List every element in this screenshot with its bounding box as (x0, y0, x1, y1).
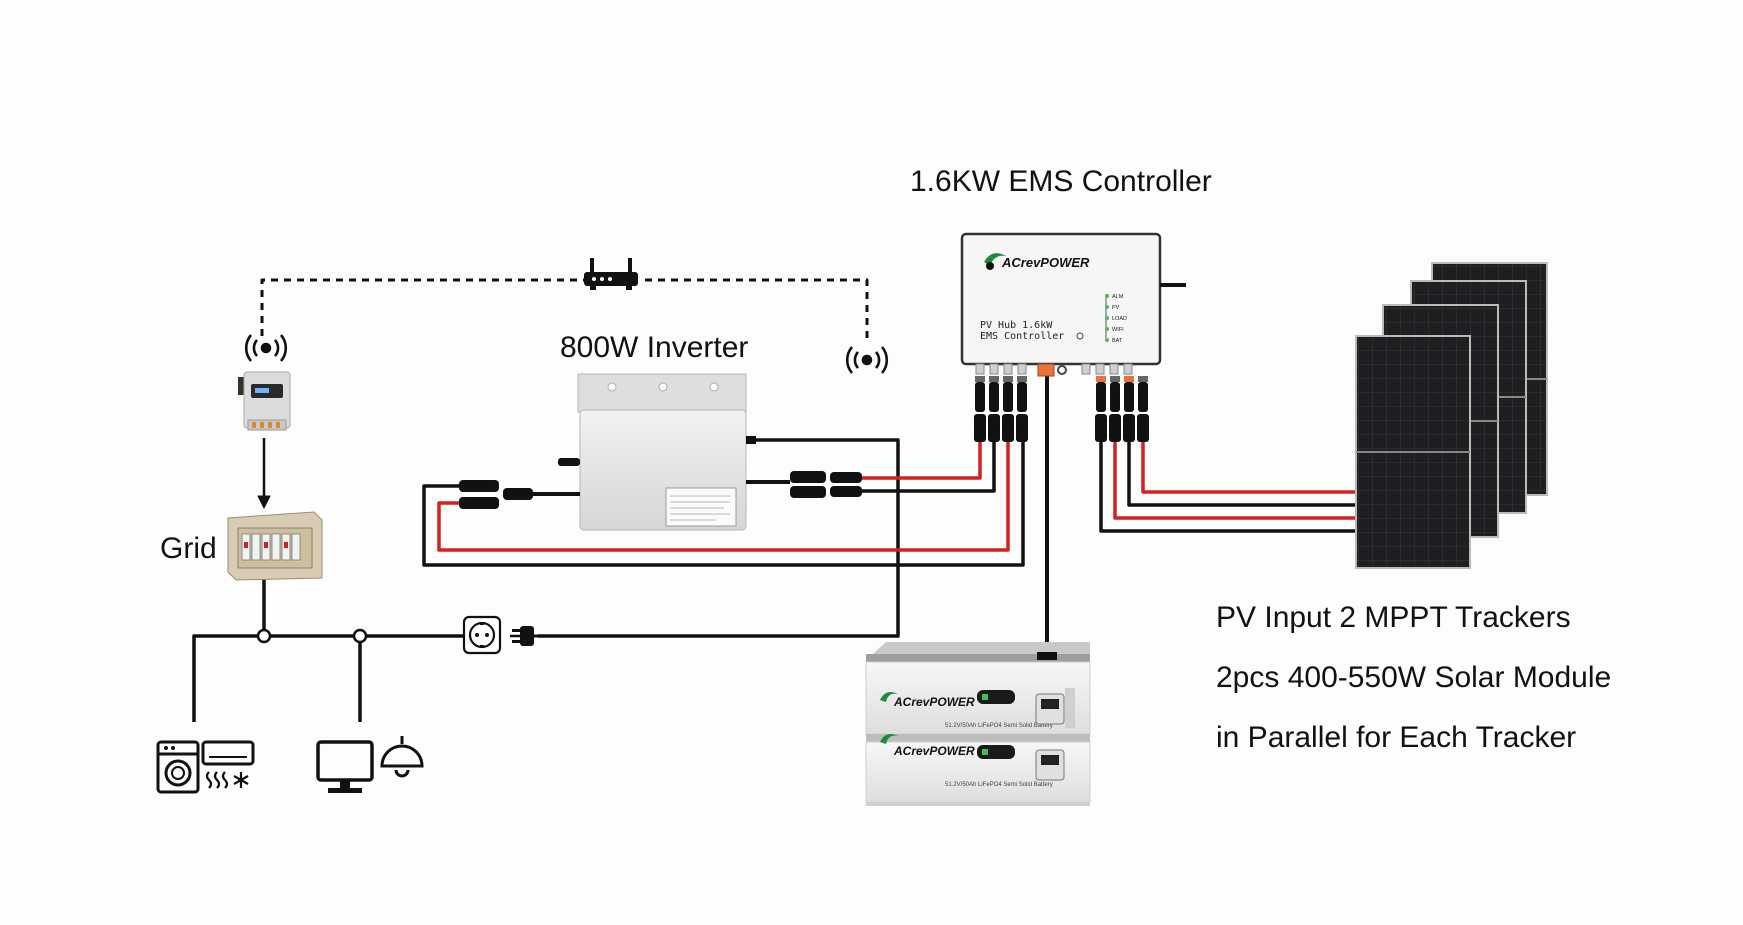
wifi-signal-icon (244, 334, 288, 362)
branch-washer (192, 634, 264, 722)
mc4-connector (1137, 376, 1149, 442)
junction-node (256, 628, 272, 644)
ac-bus-right (538, 438, 900, 638)
wifi-signal-icon (845, 346, 889, 374)
mc4-connector (1016, 376, 1028, 442)
inverter-right-connectors (746, 436, 862, 498)
acrev-logo (984, 253, 1006, 270)
router-icon (584, 258, 638, 290)
battery-module-top: ACrevPOWER 51.2V/50Ah LiFePO4 Semi Solid… (865, 642, 1091, 735)
battery-spec: 51.2V/50Ah LiFePO4 Semi Solid Battery (945, 723, 1053, 729)
ac-bus (262, 575, 470, 638)
status-led (1105, 316, 1109, 320)
ems-controller-label: 1.6KW EMS Controller (910, 165, 1212, 198)
junction-node (352, 628, 368, 644)
mc4-connector (1109, 376, 1121, 442)
pv-string-positive-2 (1113, 440, 1356, 520)
status-led (1105, 305, 1109, 309)
status-led-label: WIFI (1112, 327, 1124, 333)
pv-caption-line2: 2pcs 400-550W Solar Module (1216, 661, 1611, 694)
status-led-label: PV (1112, 305, 1120, 311)
status-led-label: ALM (1112, 294, 1124, 300)
battery-spec: 51.2V/50Ah LiFePO4 Semi Solid Battery (945, 782, 1053, 788)
pv-string-positive-1 (1141, 440, 1356, 494)
grid-label: Grid (160, 532, 217, 565)
network-link-right (645, 278, 869, 338)
ems-bottom-ports (975, 363, 1133, 375)
mc4-connector (1095, 376, 1107, 442)
inverter-label: 800W Inverter (560, 331, 748, 364)
ems-model-line2: EMS Controller (980, 331, 1064, 342)
ems-model-line1: PV Hub 1.6kW (980, 320, 1053, 331)
air-conditioner-icon (201, 740, 255, 789)
inverter-dc-positive-right (860, 440, 982, 480)
pv-caption-line3: in Parallel for Each Tracker (1216, 721, 1576, 754)
pv-caption-line1: PV Input 2 MPPT Trackers (1216, 601, 1571, 634)
pv-string-negative-2 (1099, 440, 1356, 533)
battery-stack: ACrevPOWER 51.2V/50Ah LiFePO4 Semi Solid… (865, 642, 1091, 806)
battery-brand: ACrevPOWER (893, 744, 975, 758)
solar-array (1355, 262, 1548, 569)
solar-panel (1355, 335, 1471, 569)
wiring (192, 278, 1356, 722)
mc4-connector (974, 376, 986, 442)
meter-to-grid-arrowhead (257, 495, 271, 509)
status-led-label: BAT (1112, 338, 1123, 344)
inverter-dc-negative-right (860, 440, 996, 493)
status-led (1105, 338, 1109, 342)
distribution-box-icon (227, 511, 323, 581)
microinverter (459, 373, 862, 531)
network-link-left (260, 278, 585, 336)
battery-module-bottom: ACrevPOWER 51.2V/50Ah LiFePO4 Semi Solid… (865, 734, 1091, 806)
smart-meter-icon (238, 371, 291, 431)
ceiling-lamp-icon (380, 736, 424, 778)
mc4-connector (1123, 376, 1135, 442)
plug-icon (510, 626, 540, 646)
mc4-connector (988, 376, 1000, 442)
ems-dc-connectors (974, 376, 1149, 442)
status-led (1105, 294, 1109, 298)
mc4-connector (1002, 376, 1014, 442)
ems-battery-port (1037, 363, 1055, 377)
status-led-label: LOAD (1112, 316, 1127, 322)
socket-icon (462, 615, 502, 655)
battery-brand: ACrevPOWER (893, 695, 975, 709)
status-led (1105, 327, 1109, 331)
inverter-left-connectors (459, 480, 580, 509)
pv-string-negative-1 (1127, 440, 1356, 507)
inverter-dc-negative-loop (422, 440, 1025, 567)
computer-monitor-icon (316, 740, 374, 793)
ems-led-column: ALM PV LOAD WIFI BAT (1105, 294, 1127, 344)
ems-controller: ACrevPOWER PV Hub 1.6kW EMS Controller A… (960, 232, 1186, 442)
washing-machine-icon (156, 740, 200, 794)
inverter-dc-positive-loop (437, 440, 1010, 552)
ems-brand: ACrevPOWER (1001, 255, 1090, 270)
